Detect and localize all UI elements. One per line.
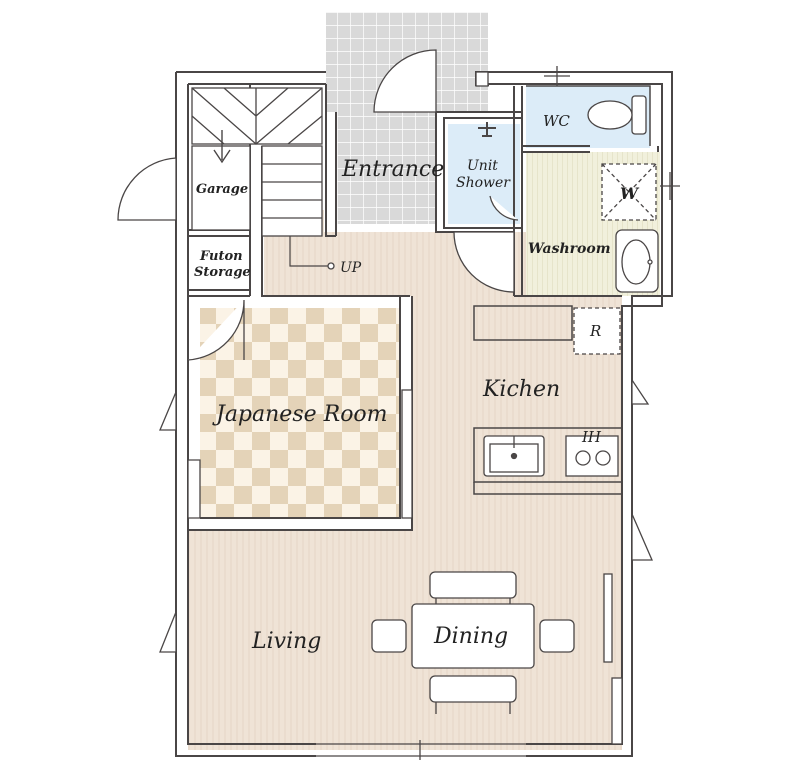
dining-chair-right (539, 619, 575, 653)
label-ih: IH (581, 428, 602, 446)
dining-chair-bottom (429, 675, 517, 703)
ih-stove (565, 435, 619, 477)
entrance-door (373, 49, 437, 113)
label-entrance: Entrance (341, 157, 444, 182)
label-washer: W (620, 184, 640, 203)
label-unit-shower-2: Shower (456, 175, 511, 191)
label-refrigerator: R (589, 322, 601, 340)
label-futon-1: Futon (199, 249, 243, 264)
label-washroom: Washroom (528, 241, 611, 257)
garage-door (117, 157, 177, 221)
label-futon-2: Storage (194, 265, 251, 280)
shower-door (489, 195, 519, 221)
label-up: UP (340, 260, 362, 276)
japanese-room-floor (200, 308, 400, 518)
dining-chair-top (429, 571, 517, 599)
label-living: Living (251, 629, 321, 654)
label-unit-shower-1: Unit (467, 158, 498, 174)
kitchen-sink (483, 435, 545, 477)
label-wc: WC (543, 112, 570, 130)
label-dining: Dining (433, 624, 508, 649)
staircase (191, 87, 335, 270)
label-japanese-room: Japanese Room (212, 402, 388, 427)
dining-set (371, 571, 575, 714)
refrigerator (573, 307, 621, 355)
dining-chair-left (371, 619, 407, 653)
label-kitchen: Kichen (482, 377, 560, 402)
wash-basin (615, 229, 659, 293)
label-garage: Garage (196, 182, 248, 197)
washer-space (601, 163, 657, 221)
shower-faucet (478, 122, 496, 137)
washroom-door (453, 231, 515, 293)
shower-floor (448, 124, 520, 224)
dining-table (411, 603, 535, 669)
fixtures (371, 95, 659, 714)
entrance-floor (336, 112, 436, 224)
toilet (587, 95, 647, 135)
labels: Entrance Unit Shower WC W Washroom Garag… (194, 112, 640, 654)
doors (117, 49, 680, 760)
storage-door (187, 299, 245, 361)
